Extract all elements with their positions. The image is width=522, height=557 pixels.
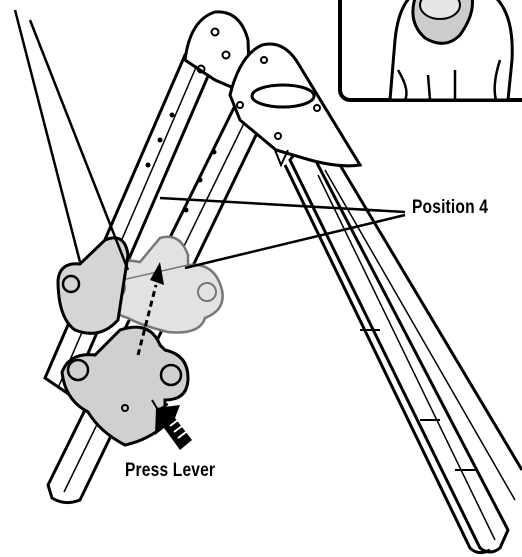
lever-original-position — [56, 236, 130, 335]
rear-leg-tube — [283, 137, 522, 555]
leader-lines — [13, 9, 406, 271]
position-label: Position 4 — [412, 197, 489, 218]
press-lever-label: Press Lever — [125, 460, 216, 481]
detail-inset — [338, 0, 522, 102]
press-arrow — [155, 405, 192, 450]
top-hinge-housing — [183, 10, 363, 168]
slide-direction-arrow — [136, 262, 164, 356]
